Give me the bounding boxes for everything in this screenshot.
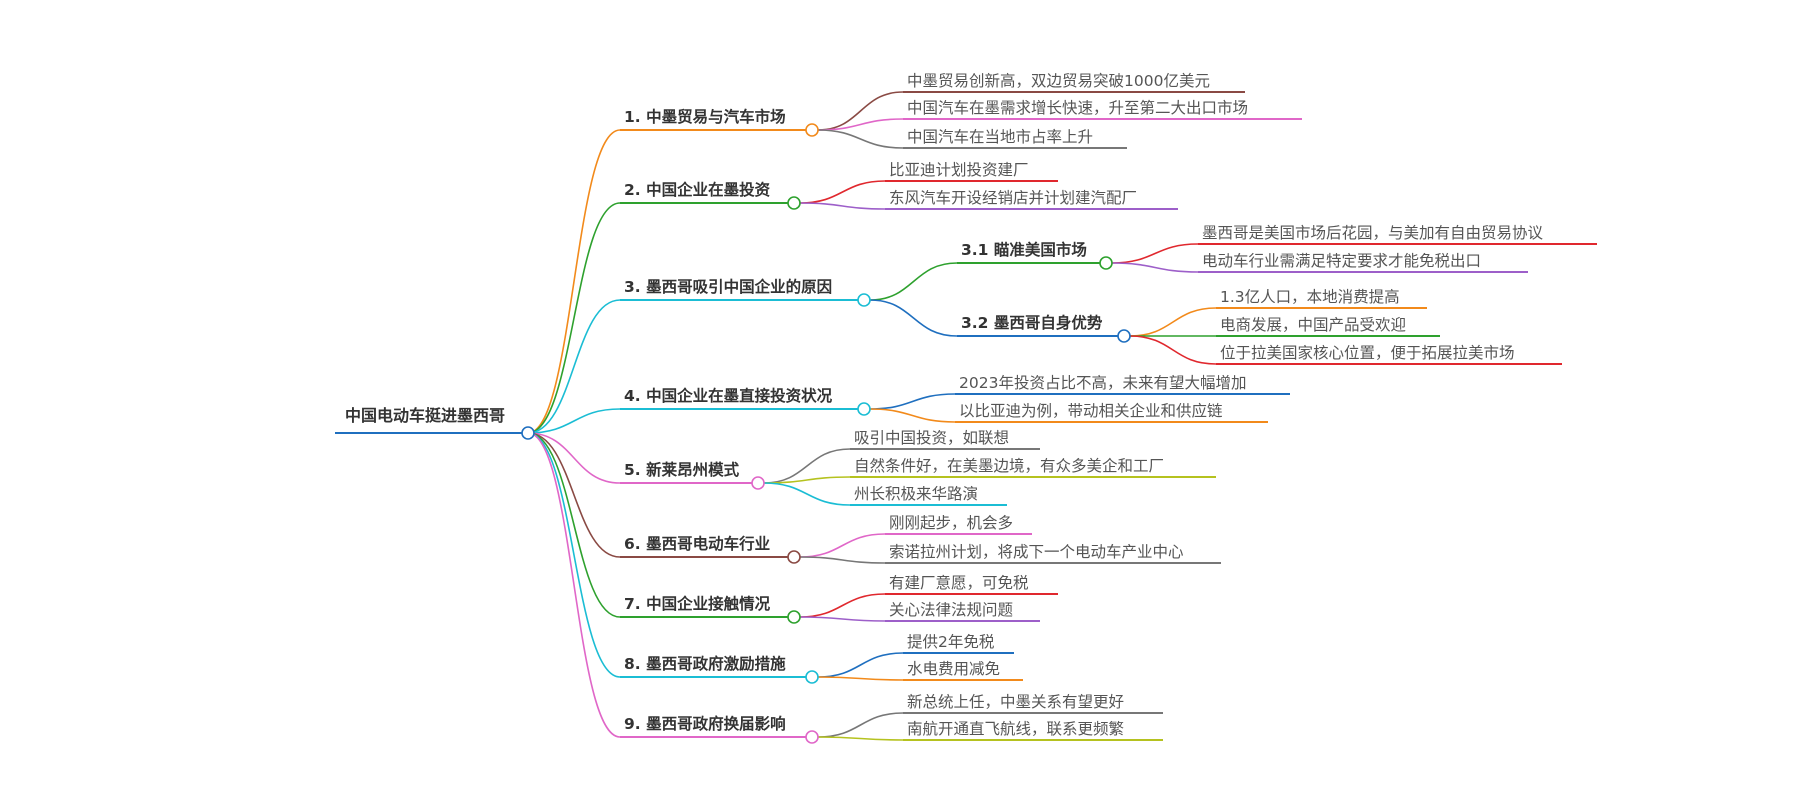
branch-9-label: 9. 墨西哥政府换届影响 [624,714,786,733]
branch-1-label: 1. 中墨贸易与汽车市场 [624,107,786,126]
leaf-label: 电商发展，中国产品受欢迎 [1220,316,1406,334]
branch-7-connector [527,432,621,618]
leaf-connector [799,593,886,618]
leaf-label: 有建厂意愿，可免税 [889,573,1029,592]
root-node-label: 中国电动车挺进墨西哥 [345,406,505,425]
leaf-label: 水电费用减免 [907,660,1000,678]
leaf-connector [763,448,851,484]
branch-collapse-dot [805,730,819,744]
leaf-connector [1129,335,1217,365]
branch-5-connector [527,432,621,484]
branch-2-label: 2. 中国企业在墨投资 [624,180,771,199]
leaf-label: 比亚迪计划投资建厂 [889,161,1029,179]
leaf-connector [799,202,886,210]
branch-collapse-dot [787,610,801,624]
leaf-label: 吸引中国投资，如联想 [854,429,1009,447]
branch-8-connector [527,432,621,678]
leaf-connector [799,180,886,204]
leaf-connector [799,533,886,558]
leaf-label: 州长积极来华路演 [854,485,978,503]
branch-collapse-dot [805,670,819,684]
branch-collapse-dot [857,293,871,307]
branch-4-connector [527,408,621,434]
branch-collapse-dot [805,123,819,137]
leaf-label: 1.3亿人口，本地消费提高 [1220,288,1400,306]
leaf-label: 关心法律法规问题 [889,601,1013,619]
branch-6-connector [527,432,621,558]
leaf-label: 中墨贸易创新高，双边贸易突破1000亿美元 [907,72,1210,90]
leaf-label: 东风汽车开设经销店并计划建汽配厂 [889,189,1137,207]
branch-collapse-dot [857,402,871,416]
subtopic-3-2-connector [869,299,958,337]
leaf-connector [1111,243,1199,264]
leaf-label: 南航开通直飞航线，联系更频繁 [907,719,1124,738]
leaf-connector [817,652,904,678]
leaf-connector [817,676,904,681]
branch-7-label: 7. 中国企业接触情况 [624,594,771,613]
branch-8-label: 8. 墨西哥政府激励措施 [624,654,786,673]
leaf-label: 电动车行业需满足特定要求才能免税出口 [1202,252,1481,270]
leaf-label: 中国汽车在墨需求增长快速，升至第二大出口市场 [907,99,1248,117]
subtopic-3-1-connector [869,262,958,301]
leaf-label: 自然条件好，在美墨边境，有众多美企和工厂 [854,456,1164,475]
leaf-connector [869,393,956,410]
leaf-label: 索诺拉州计划，将成下一个电动车产业中心 [889,543,1184,561]
leaf-label: 墨西哥是美国市场后花园，与美加有自由贸易协议 [1202,224,1544,242]
leaf-label: 刚刚起步，机会多 [889,514,1013,532]
leaf-connector [817,91,904,131]
leaf-connector [763,482,851,506]
branch-4-label: 4. 中国企业在墨直接投资状况 [624,386,833,405]
leaf-connector [869,408,956,423]
branch-2-connector [527,202,621,434]
leaf-connector [817,736,904,741]
leaf-label: 提供2年免税 [907,633,994,651]
leaf-connector [1129,307,1217,337]
branch-collapse-dot [751,476,765,490]
leaf-label: 2023年投资占比不高，未来有望大幅增加 [959,374,1246,392]
leaf-connector [1111,262,1199,273]
leaf-connector [799,616,886,622]
branch-collapse-dot [787,196,801,210]
subtopic-collapse-dot [1117,329,1131,343]
branch-6-label: 6. 墨西哥电动车行业 [624,534,770,553]
subtopic-3-2-label: 3.2 墨西哥自身优势 [961,313,1103,332]
leaf-connector [817,129,904,149]
branch-3-label: 3. 墨西哥吸引中国企业的原因 [624,277,832,296]
leaf-label: 中国汽车在当地市占率上升 [907,128,1093,146]
leaf-label: 以比亚迪为例，带动相关企业和供应链 [959,401,1223,420]
branch-1-connector [527,129,621,434]
leaf-label: 位于拉美国家核心位置，便于拓展拉美市场 [1220,344,1515,362]
subtopic-3-1-label: 3.1 瞄准美国市场 [961,240,1087,259]
branch-9-connector [527,432,621,738]
leaf-connector [817,712,904,738]
branch-5-label: 5. 新莱昂州模式 [624,460,740,479]
leaf-connector [817,118,904,131]
root-collapse-dot [521,426,535,440]
leaf-connector [799,556,886,564]
leaf-label: 新总统上任，中墨关系有望更好 [907,693,1124,711]
subtopic-collapse-dot [1099,256,1113,270]
branch-collapse-dot [787,550,801,564]
leaf-connector [763,476,851,484]
branch-3-connector [527,299,621,434]
